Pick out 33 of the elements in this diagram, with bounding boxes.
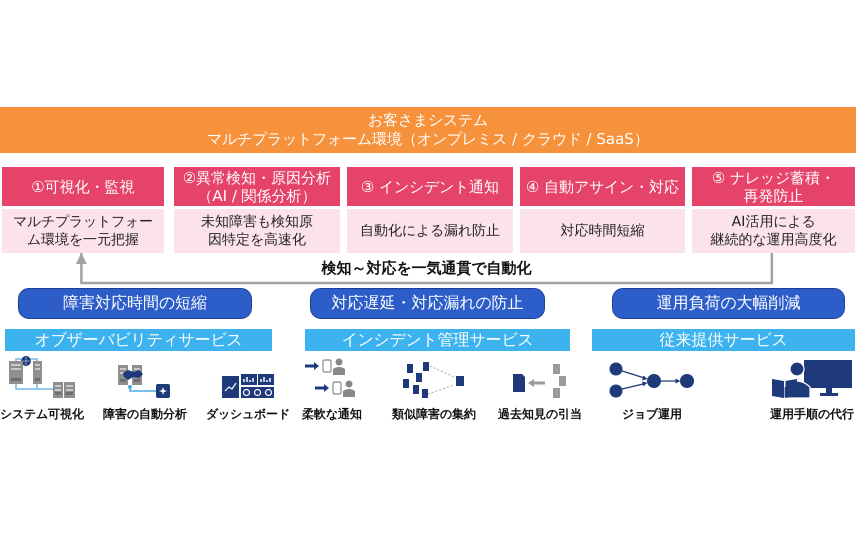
step-card [174, 167, 340, 253]
service-heading: オブザーバビリティサービス [5, 329, 272, 351]
step-card [2, 167, 164, 253]
benefit-heading: 障害対応時間の短縮 [18, 288, 252, 319]
benefit-heading: 運用負荷の大幅削減 [612, 288, 845, 319]
connector-arrow [76, 253, 774, 284]
feature-caption: 柔軟な通知 [302, 407, 362, 421]
feature-caption: 障害の自動分析 [103, 407, 187, 421]
card-text: AI活用による継続的な運用高度化 [710, 213, 838, 249]
banner-subtitle: マルチプラットフォーム環境（オンプレミス / クラウド / SaaS） [207, 130, 649, 149]
card-header: ④ 自動アサイン・対応 [520, 167, 685, 209]
banner-title: お客さまシステム [368, 111, 488, 130]
step-card [520, 167, 685, 253]
card-header: ③ インシデント通知 [347, 167, 513, 209]
card-text: 対応時間短縮 [560, 222, 644, 240]
feature-caption: 過去知見の引当 [498, 407, 582, 421]
service-heading: 従来提供サービス [592, 329, 855, 351]
card-text: 未知障害も検知原因特定を高速化 [200, 213, 314, 249]
feature-caption: 運用手順の代行 [770, 407, 854, 421]
feature-caption: システム可視化 [0, 407, 84, 421]
system-banner [0, 107, 856, 153]
card-header: ①可視化・監視 [2, 167, 164, 209]
card-text: マルチプラットフォーム環境を一元把握 [12, 213, 154, 249]
feature-caption: 類似障害の集約 [392, 407, 476, 421]
step-card [347, 167, 513, 253]
step-card [692, 167, 855, 253]
card-text: 自動化による漏れ防止 [360, 222, 500, 240]
card-header: ⑤ ナレッジ蓄積・再発防止 [692, 167, 855, 209]
card-header: ②異常検知・原因分析（AI / 関係分析） [174, 167, 340, 209]
feature-caption: ダッシュボード [206, 407, 290, 421]
benefit-heading: 対応遅延・対応漏れの防止 [310, 288, 545, 319]
feature-caption: ジョブ運用 [622, 407, 682, 421]
service-heading: インシデント管理サービス [305, 329, 570, 351]
